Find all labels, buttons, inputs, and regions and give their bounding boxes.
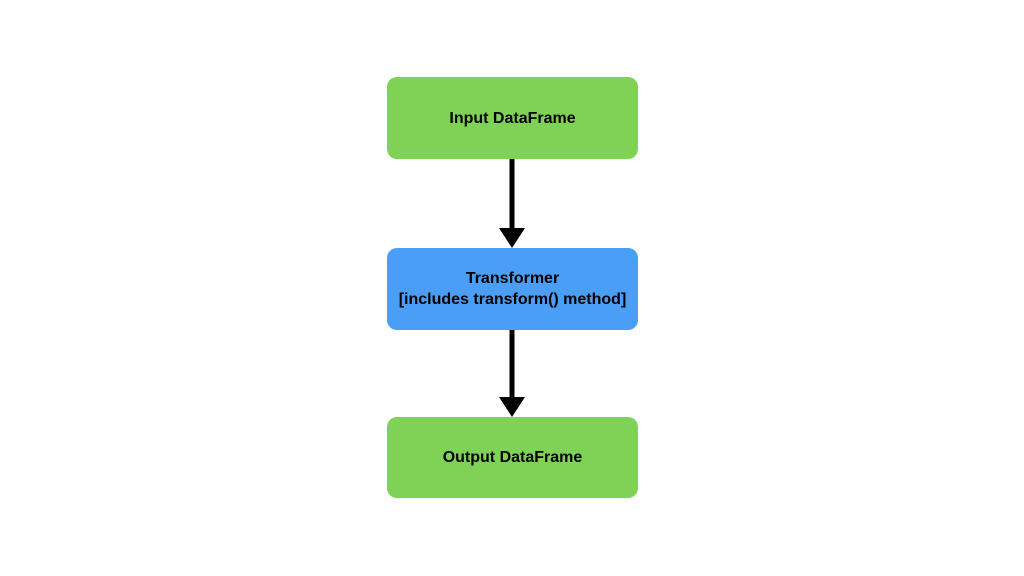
arrow-down-head-icon: [499, 397, 525, 417]
arrow-shaft: [509, 159, 515, 232]
node-output-dataframe: Output DataFrame: [387, 417, 638, 498]
arrow-down-head-icon: [499, 228, 525, 248]
node-transformer: Transformer [includes transform() method…: [387, 248, 638, 330]
node-input-dataframe: Input DataFrame: [387, 77, 638, 159]
arrow-transformer-to-output: [488, 330, 536, 417]
node-input-dataframe-label: Input DataFrame: [449, 109, 576, 127]
node-transformer-label-line1: Transformer: [465, 270, 560, 287]
arrow-input-to-transformer: [488, 159, 536, 248]
arrow-shaft: [509, 330, 515, 401]
node-transformer-label-line2: [includes transform() method]: [398, 291, 627, 308]
node-output-dataframe-label: Output DataFrame: [442, 449, 583, 466]
